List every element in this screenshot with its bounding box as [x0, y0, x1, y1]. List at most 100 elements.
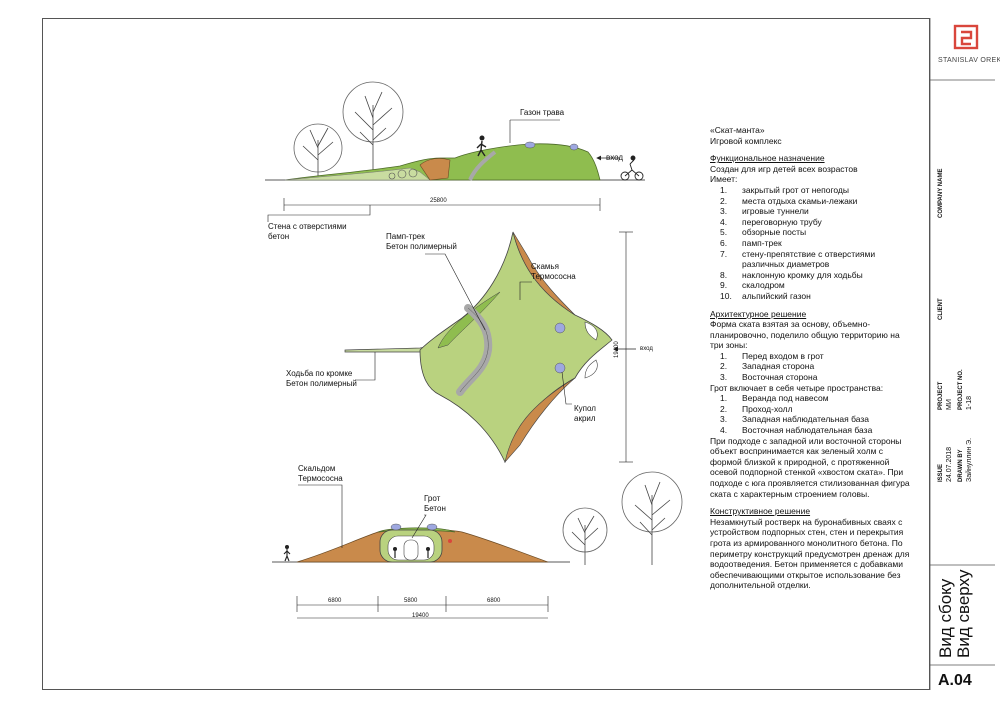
list-item-text: альпийский газон	[742, 290, 811, 301]
list-item: 4. Восточная наблюдательная база	[720, 425, 910, 436]
list-item-text: Западная наблюдательная база	[742, 414, 870, 425]
plan-view	[344, 231, 636, 464]
person-icon	[476, 135, 487, 157]
tree-icon	[562, 471, 683, 565]
list-item: 7. стену-препятствие с отверстиями различ…	[720, 249, 910, 270]
dimension-section-1: 6800	[328, 598, 342, 604]
func-list: 1. закрытый грот от непогоды 2. места отдых…	[710, 185, 910, 302]
list-item-number: 7.	[720, 248, 728, 259]
label-bench: Скамья Термососна	[531, 262, 576, 281]
list-item: 3. Восточная сторона	[720, 372, 910, 383]
sheet-number: A.04	[938, 672, 972, 689]
list-item-text: переговорную трубу	[742, 216, 822, 227]
list-item: 2. Западная сторона	[720, 361, 910, 372]
list-item-number: 9.	[720, 280, 728, 291]
list-item-text: памп-трек	[742, 237, 782, 248]
constr-paragraph: Незамкнутый ростверк на буронабивных сва…	[710, 516, 910, 591]
list-item-text: Проход-холл	[742, 403, 793, 414]
label-walk-edge: Ходьба по кромке Бетон полимерный	[286, 369, 357, 388]
project-label: PROJECT	[938, 381, 944, 410]
label-entry-side: вход	[606, 153, 624, 162]
project-no-label: PROJECT NO.	[958, 369, 964, 410]
list-item-number: 2.	[720, 361, 728, 372]
list-item: 3. Западная наблюдательная база	[720, 414, 910, 425]
list-item: 8. наклонную кромку для ходьбы	[720, 270, 910, 281]
drawn-by-value: Зайнуллин Э.	[966, 437, 973, 482]
section-view	[272, 471, 683, 619]
dimension-plan-vertical: 19400	[614, 341, 620, 358]
label-dome: Купол акрил	[574, 404, 596, 423]
list-item-text: Западная сторона	[742, 361, 815, 372]
list-item-number: 3.	[720, 206, 728, 217]
list-item-number: 8.	[720, 269, 728, 280]
person-icon	[283, 545, 291, 562]
arch-heading: Архитектурное решение	[710, 308, 807, 319]
list-item-number: 1.	[720, 350, 728, 361]
brand-logo-icon	[953, 24, 979, 50]
list-item-text: Восточная сторона	[742, 372, 818, 383]
list-item: 5. обзорные посты	[720, 227, 910, 238]
list-item-number: 1.	[720, 393, 728, 404]
notes-title: «Скат-манта»	[710, 125, 765, 135]
constr-heading: Конструктивное решение	[710, 506, 811, 517]
tree-icon	[293, 81, 404, 180]
project-no-value: 1-18	[966, 395, 973, 410]
list-item-text: игровые туннели	[742, 206, 809, 217]
label-climbing-dome: Скальдом Термососна	[298, 464, 343, 483]
list-item-number: 10.	[720, 290, 732, 301]
view-title-2: Вид сверху	[954, 569, 973, 658]
label-wall: Стена с отверстиями бетон	[268, 222, 347, 241]
func-heading: Функциональное назначение	[710, 153, 825, 164]
list-item: 2.Проход-холл	[720, 404, 910, 415]
func-line: Создан для игр детей всех возрастов	[710, 163, 858, 174]
dimension-section-total: 19400	[412, 613, 429, 619]
list-item-text: Восточная наблюдательная база	[742, 425, 873, 436]
brand-name: STANISLAV OREKHOV	[938, 57, 1000, 64]
notes-subtitle: Игровой комплекс	[710, 135, 782, 146]
list-item-text: наклонную кромку для ходьбы	[742, 269, 863, 280]
list-item-number: 4.	[720, 216, 728, 227]
list-item-number: 1.	[720, 184, 728, 195]
label-grotto: Грот Бетон	[424, 494, 446, 513]
list-item-text: стену-препятствие с отверстиями различны…	[742, 248, 876, 270]
side-view	[265, 81, 645, 222]
list-item: 10. альпийский газон	[720, 291, 910, 302]
list-item-number: 2.	[720, 195, 728, 206]
drawn-by-label: DRAWN BY	[958, 449, 964, 482]
client-label: CLIENT	[938, 298, 944, 320]
cyclist-icon	[620, 155, 644, 181]
list-item-text: закрытый грот от непогоды	[742, 184, 849, 195]
label-entry-plan: вход	[640, 346, 653, 352]
list-item: 1. закрытый грот от непогоды	[720, 185, 910, 196]
issue-label: ISSUE	[938, 463, 944, 482]
list-item-text: места отдыха скамьи-лежаки	[742, 195, 858, 206]
dimension-section-3: 6800	[487, 598, 501, 604]
project-value: МИ	[946, 399, 953, 410]
dimension-section-2: 5800	[404, 598, 418, 604]
company-label: COMPANY NAME	[938, 168, 944, 218]
list-item-number: 4.	[720, 425, 728, 436]
label-lawn: Газон трава	[520, 108, 565, 117]
list-item-number: 3.	[720, 414, 728, 425]
list-item: 6. памп-трек	[720, 238, 910, 249]
list-item-number: 5.	[720, 227, 728, 238]
list-item-number: 3.	[720, 372, 728, 383]
label-pump-track: Памп-трек Бетон полимерный	[386, 232, 457, 251]
arch-paragraph: Грот включает в себя четыре пространства…	[710, 382, 884, 393]
list-item: 1.Перед входом в грот	[720, 351, 910, 362]
func-line: Имеет:	[710, 174, 738, 185]
notes-panel: «Скат-манта» Игровой комплекс Функционал…	[710, 125, 910, 591]
arch-paragraph: При подходе с западной или восточной сто…	[710, 435, 910, 499]
list-item-text: обзорные посты	[742, 227, 807, 238]
titleblock-lines	[929, 18, 995, 690]
arch-paragraph: Форма ската взятая за основу, объемно-пл…	[710, 319, 900, 351]
dimension-side: 25800	[430, 198, 447, 204]
issue-value: 24.07.2018	[946, 446, 953, 482]
drawing-frame	[42, 18, 930, 690]
list-item-number: 6.	[720, 237, 728, 248]
view-title-1: Вид сбоку	[936, 578, 955, 658]
list-item-text: Веранда под навесом	[742, 393, 829, 404]
